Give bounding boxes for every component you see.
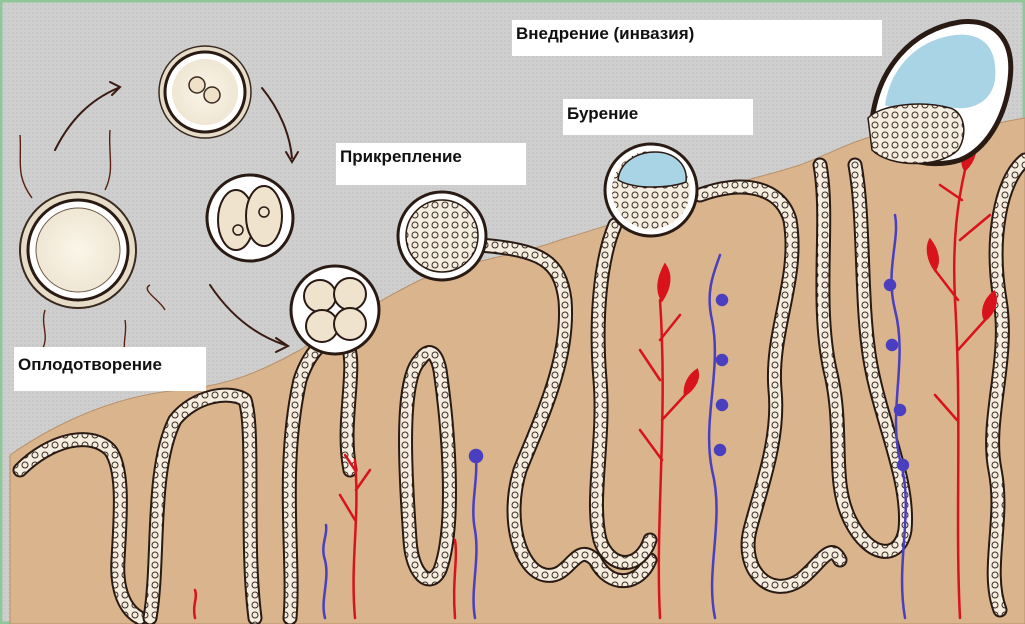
morula: [398, 192, 486, 280]
two-cell-embryo: [207, 175, 293, 261]
four-cell-embryo: [291, 266, 379, 354]
four-cell-blastomere-4: [334, 308, 366, 340]
vein-bulb-1: [470, 450, 482, 462]
label-attachment: Прикрепление: [336, 143, 526, 185]
vein-bulb-8: [895, 405, 905, 415]
label-invasion: Внедрение (инвазия): [512, 20, 882, 56]
vein-bulb-4: [717, 400, 727, 410]
label-fertilization: Оплодотворение: [14, 347, 206, 391]
four-cell-blastomere-1: [304, 280, 336, 312]
pronucleus-1: [189, 77, 205, 93]
four-cell-zona: [291, 266, 379, 354]
embryo-inner-cell-mass: [868, 104, 964, 163]
vein-bulb-3: [717, 355, 727, 365]
pronucleus-2: [204, 87, 220, 103]
vein-bulb-2: [717, 295, 727, 305]
four-cell-blastomere-2: [334, 278, 366, 310]
vein-bulb-6: [885, 280, 895, 290]
vein-bulb-9: [898, 460, 908, 470]
blastomere-2: [246, 186, 282, 246]
morula-cells: [406, 200, 478, 272]
vein-bulb-7: [887, 340, 897, 350]
blastocyst: [605, 144, 697, 236]
label-drilling: Бурение: [563, 99, 753, 135]
vein-bulb-5: [715, 445, 725, 455]
egg-cytoplasm: [36, 208, 120, 292]
zygote: [159, 46, 251, 138]
egg-fertilization: [20, 192, 136, 308]
